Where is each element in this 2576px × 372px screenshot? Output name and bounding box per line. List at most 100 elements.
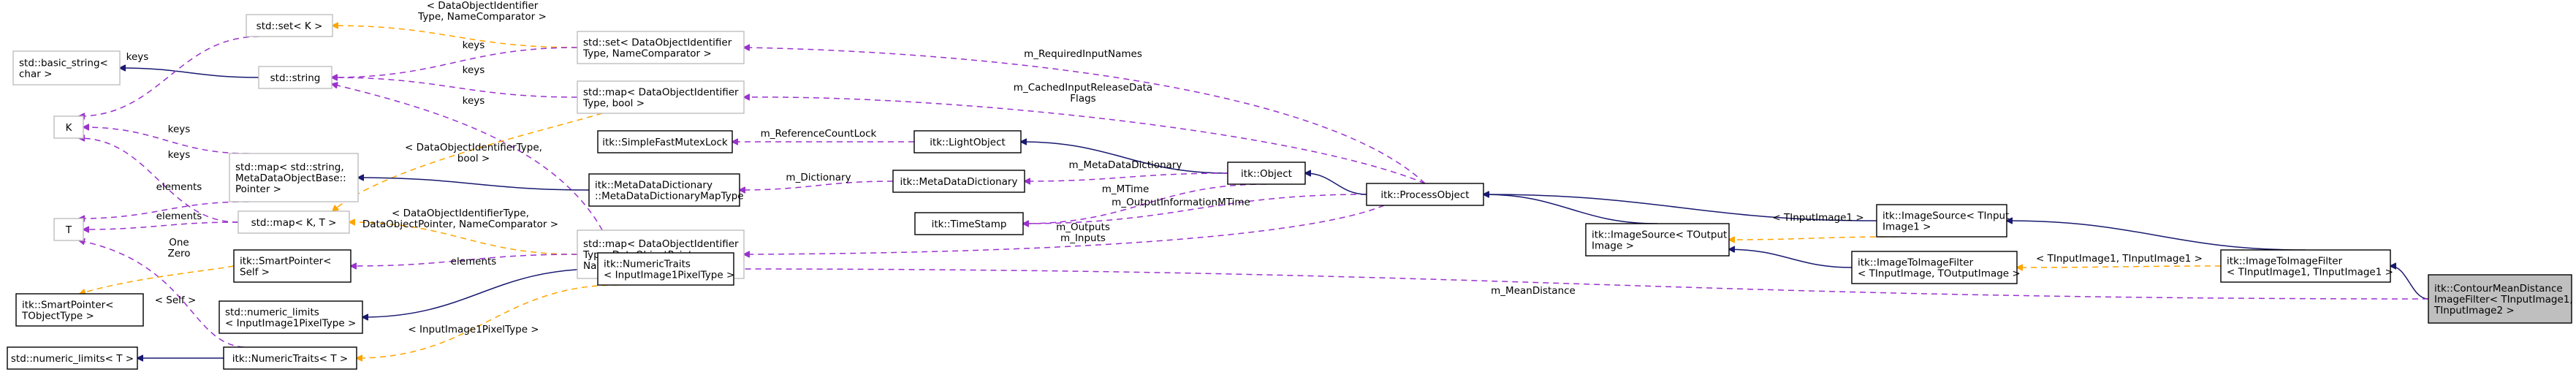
- node-basic-string[interactable]: std::basic_string<char >: [12, 50, 121, 86]
- edge-usage: [79, 138, 239, 223]
- node-label: itk::LightObject: [930, 137, 1006, 148]
- edge-label-line: keys: [168, 149, 191, 161]
- node-map-doi-bool[interactable]: std::map< DataObjectIdentifierType, bool…: [577, 80, 745, 114]
- node-map-string-ptr[interactable]: std::map< std::string,MetaDataObjectBase…: [229, 153, 359, 202]
- node-box: [219, 300, 363, 334]
- node-box: [229, 153, 359, 202]
- edge-label: elements: [156, 210, 202, 222]
- edge-label-line: < DataObjectIdentifierType,: [392, 208, 529, 219]
- node-box: [1585, 223, 1730, 257]
- node-object[interactable]: itk::Object: [1227, 162, 1306, 185]
- edge-label-line: m_MetaDataDictionary: [1069, 159, 1182, 171]
- node-processobject[interactable]: itk::ProcessObject: [1366, 183, 1484, 206]
- node-label: itk::SmartPointer<: [22, 300, 113, 311]
- node-numeric-limits-t[interactable]: std::numeric_limits< T >: [7, 346, 138, 370]
- node-box: [2220, 249, 2391, 283]
- edge-inheritance: [1483, 194, 1877, 221]
- edge-label: < DataObjectIdentifierType,bool >: [405, 142, 542, 164]
- node-simplefastmutexlock[interactable]: itk::SimpleFastMutexLock: [597, 130, 733, 153]
- edge-template: [357, 284, 618, 358]
- node-box: [233, 249, 352, 283]
- node-numerictraits-t[interactable]: itk::NumericTraits< T >: [223, 346, 357, 370]
- node-box: [1366, 183, 1484, 206]
- node-label: itk::NumericTraits: [604, 259, 691, 270]
- node-imagesource-tout[interactable]: itk::ImageSource< TOutputImage >: [1585, 223, 1730, 257]
- node-box: [53, 115, 84, 139]
- node-lightobject[interactable]: itk::LightObject: [913, 130, 1022, 153]
- edge-label-line: keys: [168, 124, 191, 135]
- node-imagetoimagefilter-tin[interactable]: itk::ImageToImageFilter< TInputImage, TO…: [1851, 251, 2021, 284]
- node-imagetoimagefilter-tin1[interactable]: itk::ImageToImageFilter< TInputImage1, T…: [2220, 249, 2393, 283]
- edge-label-line: elements: [156, 210, 202, 222]
- edge-label: < TInputImage1, TInputImage1 >: [2036, 253, 2203, 265]
- node-imagesource-tin1[interactable]: itk::ImageSource< TInputImage1 >: [1876, 204, 2009, 238]
- node-numerictraits-pix[interactable]: itk::NumericTraits< InputImage1PixelType…: [597, 252, 734, 286]
- edge-label: < InputImage1PixelType >: [408, 324, 539, 335]
- edge-label-line: Flags: [1070, 93, 1095, 105]
- node-box: [597, 130, 733, 153]
- edge-template: [333, 26, 578, 48]
- node-smartpointer-self[interactable]: itk::SmartPointer<Self >: [233, 249, 352, 283]
- node-numeric-limits-pix[interactable]: std::numeric_limits< InputImage1PixelTyp…: [219, 300, 363, 334]
- edge-usage: [1023, 194, 1367, 224]
- edge-inheritance: [120, 68, 259, 78]
- node-box: [914, 212, 1024, 235]
- node-k[interactable]: K: [53, 115, 84, 139]
- node-box: [15, 293, 144, 327]
- node-label: < InputImage1PixelType >: [604, 270, 734, 281]
- node-box: [2428, 274, 2572, 324]
- edge-usage: [740, 181, 894, 190]
- edge-label-line: < InputImage1PixelType >: [408, 324, 539, 335]
- edge-label-line: elements: [156, 181, 202, 193]
- node-label: std::basic_string<: [19, 58, 108, 69]
- node-box: [577, 31, 745, 64]
- edge-label-line: elements: [451, 256, 497, 267]
- edge-label-line: m_Dictionary: [786, 172, 851, 183]
- node-label: std::string: [270, 72, 321, 84]
- node-label: std::map< DataObjectIdentifier: [583, 238, 739, 250]
- node-t[interactable]: T: [53, 218, 84, 241]
- edge-inheritance: [1021, 142, 1228, 174]
- edge-labels-layer: < DataObjectIdentifierType, NameComparat…: [126, 0, 2203, 335]
- edge-label: m_MetaDataDictionary: [1069, 159, 1182, 171]
- node-label: itk::ContourMeanDistance: [2434, 283, 2563, 295]
- edge-label: keys: [168, 149, 191, 161]
- edge-label-line: m_ReferenceCountLock: [761, 128, 877, 140]
- edge-inheritance: [1483, 194, 1658, 224]
- edge-usage: [1025, 172, 1228, 181]
- node-label: std::numeric_limits< T >: [11, 353, 134, 365]
- edge-label: m_ReferenceCountLock: [761, 128, 877, 140]
- node-box: [913, 130, 1022, 153]
- node-map-kt[interactable]: std::map< K, T >: [238, 210, 350, 234]
- node-smartpointer-t[interactable]: itk::SmartPointer<TObjectType >: [15, 293, 144, 327]
- edge-usage: [1023, 183, 1267, 224]
- edge-label-line: One: [169, 237, 189, 248]
- node-timestamp[interactable]: itk::TimeStamp: [914, 212, 1024, 235]
- node-label: itk::MetaDataDictionary: [900, 176, 1018, 188]
- node-label: std::set< K >: [257, 20, 323, 32]
- node-box: [12, 50, 121, 86]
- node-label: std::numeric_limits: [225, 307, 319, 319]
- node-label: ImageFilter< TInputImage1,: [2434, 294, 2573, 305]
- node-label: K: [66, 122, 73, 134]
- edge-label: < DataObjectIdentifierType,DataObjectPoi…: [362, 208, 558, 230]
- node-box: [577, 80, 745, 114]
- edge-usage: [734, 269, 2429, 300]
- edge-label-line: < TInputImage1, TInputImage1 >: [2036, 253, 2203, 265]
- node-label: MetaDataObjectBase::: [235, 172, 346, 184]
- edge-inheritance: [358, 178, 590, 191]
- edge-label-line: m_Inputs: [1060, 232, 1106, 244]
- edge-inheritance: [1729, 249, 1853, 268]
- edge-label-line: m_Outputs: [1056, 221, 1110, 233]
- node-set-k[interactable]: std::set< K >: [246, 14, 333, 37]
- node-metadatadict[interactable]: itk::MetaDataDictionary: [892, 170, 1025, 193]
- node-set-doi[interactable]: std::set< DataObjectIdentifierType, Name…: [577, 31, 745, 64]
- node-string[interactable]: std::string: [258, 66, 333, 89]
- edge-label: < DataObjectIdentifierType, NameComparat…: [417, 0, 547, 23]
- node-metadatadict-map[interactable]: itk::MetaDataDictionary::MetaDataDiction…: [588, 173, 744, 207]
- edge-usage: [744, 205, 1385, 254]
- edge-label: keys: [168, 124, 191, 135]
